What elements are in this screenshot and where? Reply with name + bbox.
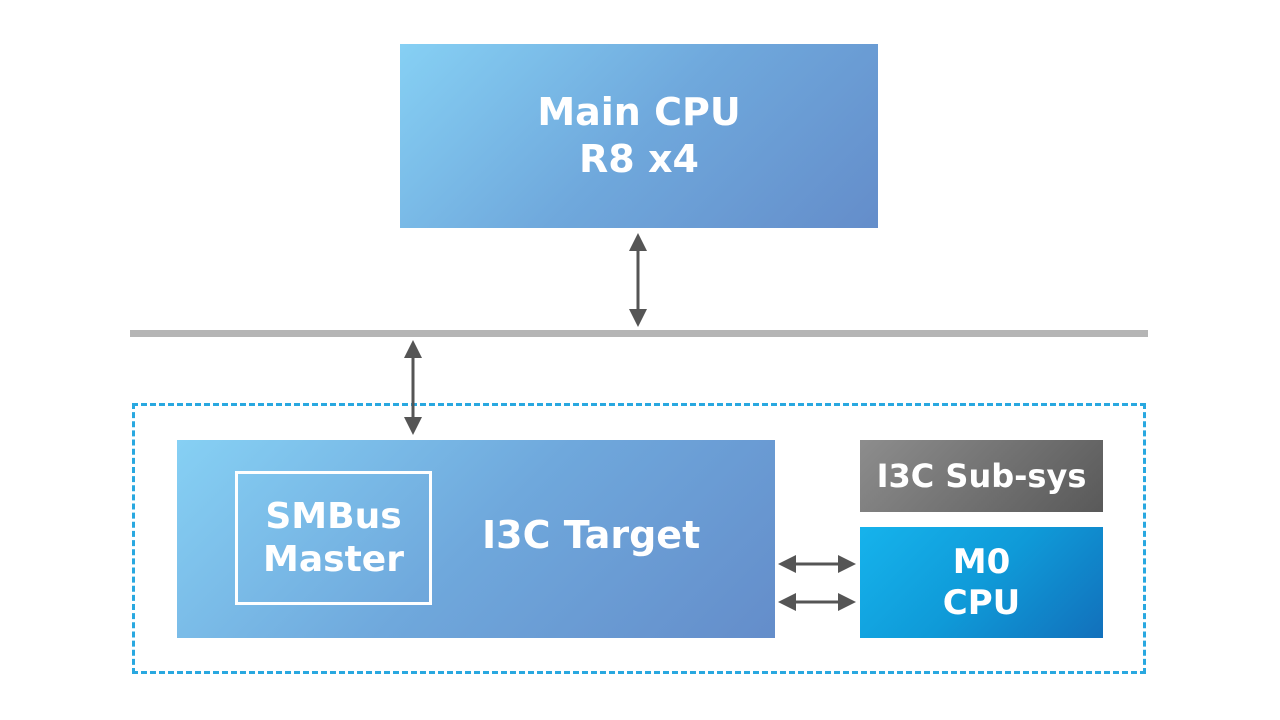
master-label: Master bbox=[263, 539, 404, 580]
i3c-subsys-label: I3C Sub-sys bbox=[876, 457, 1087, 495]
i3c-target-block: SMBus Master I3C Target bbox=[177, 440, 775, 638]
main-cpu-label: Main CPU bbox=[537, 89, 741, 134]
main-cpu-cores-label: R8 x4 bbox=[579, 137, 699, 181]
m0-label: M0 bbox=[952, 541, 1011, 582]
i3c-subsys-block: I3C Sub-sys bbox=[860, 440, 1103, 512]
m0-cpu-block: M0 CPU bbox=[860, 527, 1103, 638]
main-cpu-block: Main CPU R8 x4 bbox=[400, 44, 878, 228]
i3c-target-label: I3C Target bbox=[482, 513, 701, 557]
i3c-subsystem-boundary bbox=[132, 403, 1146, 674]
smbus-label: SMBus bbox=[265, 495, 402, 537]
system-bus bbox=[130, 330, 1148, 337]
smbus-master-block: SMBus Master bbox=[235, 471, 432, 605]
cpu-label: CPU bbox=[942, 582, 1021, 623]
